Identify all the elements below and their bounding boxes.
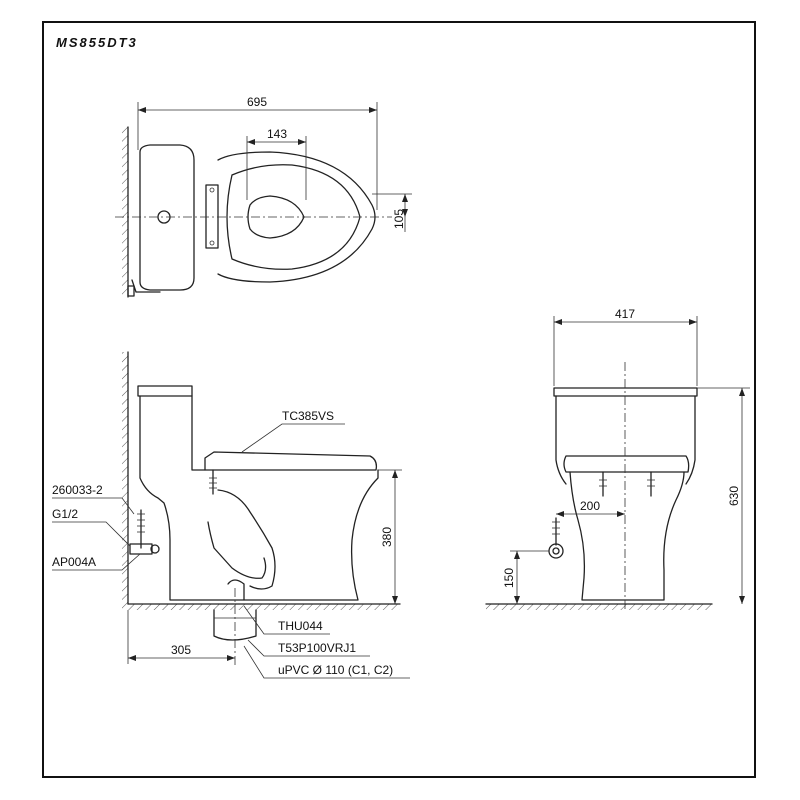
dim-143-arrow-left [247,139,255,145]
label-seat: TC385VS [282,409,334,423]
seat-lid-side [204,451,378,471]
drawing-frame [42,21,756,778]
dim-380-arrow-bottom [392,596,398,604]
toilet-body-side [139,395,379,601]
supply-pipe-top [131,279,161,293]
front-floor-hatch [486,604,712,610]
dim-630-arrow-bottom [739,596,745,604]
dim-305-arrow-right [227,655,235,661]
tank-outline-top [139,144,195,291]
hinge-hole-2 [209,240,215,246]
dim-width: 417 [615,307,635,321]
hinge-hole-1 [209,187,215,193]
tank-lid-side [137,385,193,397]
dim-305-arrow-left [128,655,136,661]
label-valve: 260033-2 [52,483,103,497]
dim-380-arrow-top [392,470,398,478]
dim-417-arrow-left [554,319,562,325]
dim-417-arrow-right [689,319,697,325]
dim-wall-distance: 305 [171,643,191,657]
dim-695-arrow-left [138,107,146,113]
pedestal-front [569,471,685,601]
model-title: MS855DT3 [56,35,138,50]
dim-outlet-offset: 105 [392,209,406,229]
supply-valve-top [127,285,135,297]
top-view: 695 143 105 [115,95,412,298]
label-adapter: AP004A [52,555,96,569]
dim-200-arrow-right [617,511,625,517]
leader-pipe [243,645,410,679]
seat-front [563,455,690,473]
dim-105-arrow-bottom [402,209,408,217]
top-wall-hatch [122,127,128,297]
trapway-inner [207,521,267,579]
valve-handle-side [150,544,160,554]
angle-valve-side [129,543,153,555]
outlet-horn [227,579,245,601]
front-view: 417 630 200 150 [485,307,750,610]
dim-inlet-offset: 200 [580,499,600,513]
dim-695-arrow-right [369,107,377,113]
dim-overall-length: 695 [247,95,267,109]
leader-outlet [247,639,370,657]
label-pipe: uPVC Ø 110 (C1, C2) [278,663,393,677]
dim-143-arrow-right [298,139,306,145]
dim-inlet-height: 150 [502,568,516,588]
valve-core-front [552,547,560,555]
bowl-rim-top [226,164,361,270]
label-outlet: T53P100VRJ1 [278,641,356,655]
side-wall-hatch [122,352,128,610]
tank-right-front [685,395,696,485]
water-opening [247,195,305,239]
leader-adapter [52,553,141,571]
dim-seat-opening: 143 [267,127,287,141]
dim-150-arrow-top [514,551,520,559]
outlet-pipe [213,609,257,641]
leader-seat [241,423,345,453]
dim-150-arrow-bottom [514,596,520,604]
tank-left-front [555,395,567,485]
dim-105-arrow-top [402,194,408,202]
side-floor-hatch [128,604,400,610]
dim-200-arrow-left [556,511,564,517]
tank-front-side [191,395,206,471]
leader-flange [243,605,330,635]
leader-thread [52,521,131,547]
seat-hinge-plate [205,184,219,249]
side-view: TC385VS 260033-2 G1/2 AP004A THU044 T53P… [52,351,410,679]
leader-valve [52,497,135,515]
angle-valve-front [548,543,564,559]
tank-lid-front [553,387,698,397]
dim-630-arrow-top [739,388,745,396]
label-thread: G1/2 [52,507,78,521]
label-flange: THU044 [278,619,323,633]
trapway-outer [217,489,276,590]
dim-bowl-height: 380 [380,527,394,547]
dim-total-height: 630 [727,486,741,506]
